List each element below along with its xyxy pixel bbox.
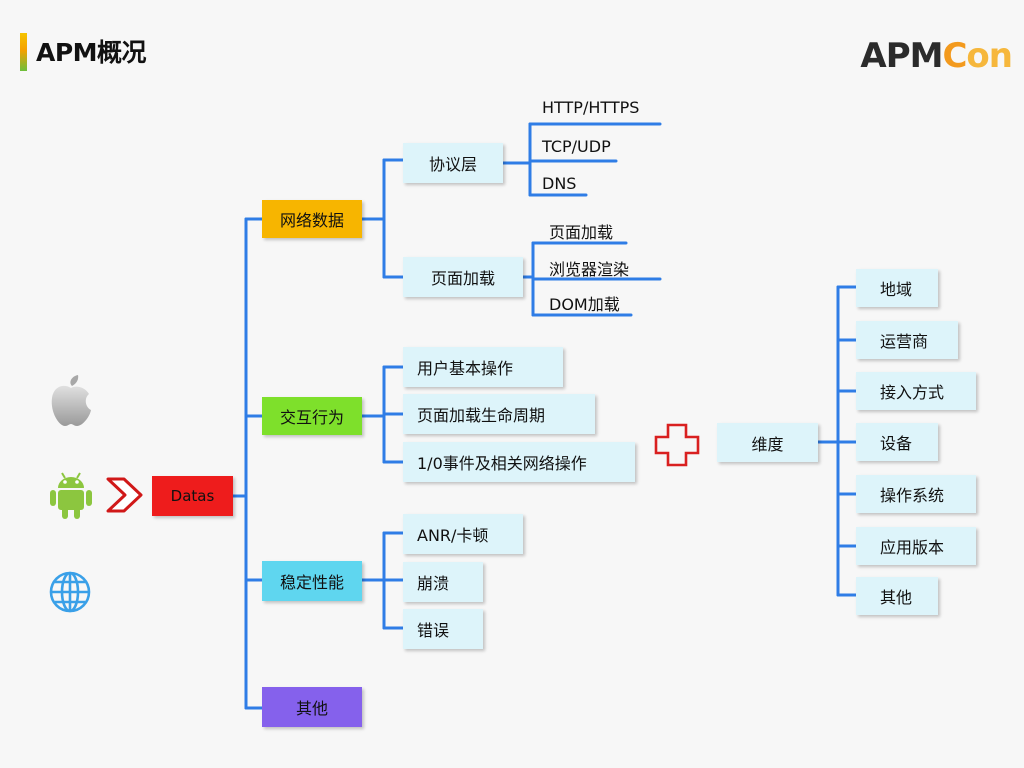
node-label: 应用版本 <box>880 538 945 557</box>
category-label: 网络数据 <box>279 211 344 230</box>
node-crash[interactable]: 崩溃 <box>403 562 483 602</box>
chevron-right-icon <box>106 477 143 513</box>
dim-access-type[interactable]: 接入方式 <box>856 372 976 410</box>
node-error[interactable]: 错误 <box>403 609 483 649</box>
node-page-load[interactable]: 页面加载 <box>403 257 523 297</box>
node-label: 崩溃 <box>417 574 450 593</box>
leaf-page-load: 页面加载 <box>549 223 614 242</box>
category-stability[interactable]: 稳定性能 <box>262 561 362 601</box>
globe-icon <box>49 571 91 613</box>
node-label: 1/0事件及相关网络操作 <box>417 454 587 473</box>
dim-region[interactable]: 地域 <box>856 269 938 307</box>
node-label: 其他 <box>880 588 913 607</box>
node-label: ANR/卡顿 <box>417 526 489 545</box>
node-label: 用户基本操作 <box>417 359 514 378</box>
node-page-lifecycle[interactable]: 页面加载生命周期 <box>403 394 595 434</box>
android-icon <box>50 472 92 519</box>
apple-icon <box>51 375 91 426</box>
category-other[interactable]: 其他 <box>262 687 362 727</box>
category-network-data[interactable]: 网络数据 <box>262 200 362 238</box>
node-label: 维度 <box>751 434 784 454</box>
node-protocol-layer[interactable]: 协议层 <box>403 143 503 183</box>
node-label: 页面加载生命周期 <box>417 406 546 425</box>
dim-other[interactable]: 其他 <box>856 577 938 615</box>
page-title: APM概况 <box>36 38 147 67</box>
dim-app-version[interactable]: 应用版本 <box>856 527 976 565</box>
dim-device[interactable]: 设备 <box>856 423 938 461</box>
node-label: 页面加载 <box>430 269 495 288</box>
node-label: 运营商 <box>880 332 929 351</box>
leaf-http-https: HTTP/HTTPS <box>542 98 640 117</box>
node-label: 接入方式 <box>880 383 945 402</box>
root-node-datas[interactable]: Datas <box>152 476 233 516</box>
node-label: 地域 <box>880 280 913 299</box>
apmcon-logo: APMCon <box>860 36 1013 76</box>
category-label: 其他 <box>295 699 328 718</box>
title-accent-bar <box>20 33 27 71</box>
node-dimension[interactable]: 维度 <box>717 423 818 462</box>
node-anr-lag[interactable]: ANR/卡顿 <box>403 514 523 554</box>
leaf-tcp-udp: TCP/UDP <box>542 137 611 156</box>
category-label: 交互行为 <box>279 408 344 427</box>
leaf-dom-load: DOM加载 <box>549 295 620 314</box>
root-label: Datas <box>170 487 215 505</box>
category-label: 稳定性能 <box>279 573 344 592</box>
node-user-basic-ops[interactable]: 用户基本操作 <box>403 347 563 387</box>
category-interaction[interactable]: 交互行为 <box>262 397 362 435</box>
leaf-dns: DNS <box>542 174 577 193</box>
leaf-browser-render: 浏览器渲染 <box>549 260 630 279</box>
node-label: 操作系统 <box>880 486 945 505</box>
dim-os[interactable]: 操作系统 <box>856 475 976 513</box>
node-label: 设备 <box>880 434 913 453</box>
node-io-network-ops[interactable]: 1/0事件及相关网络操作 <box>403 442 635 482</box>
node-label: 协议层 <box>428 155 477 174</box>
dim-carrier[interactable]: 运营商 <box>856 321 958 359</box>
node-label: 错误 <box>417 621 450 640</box>
plus-icon <box>654 423 700 467</box>
